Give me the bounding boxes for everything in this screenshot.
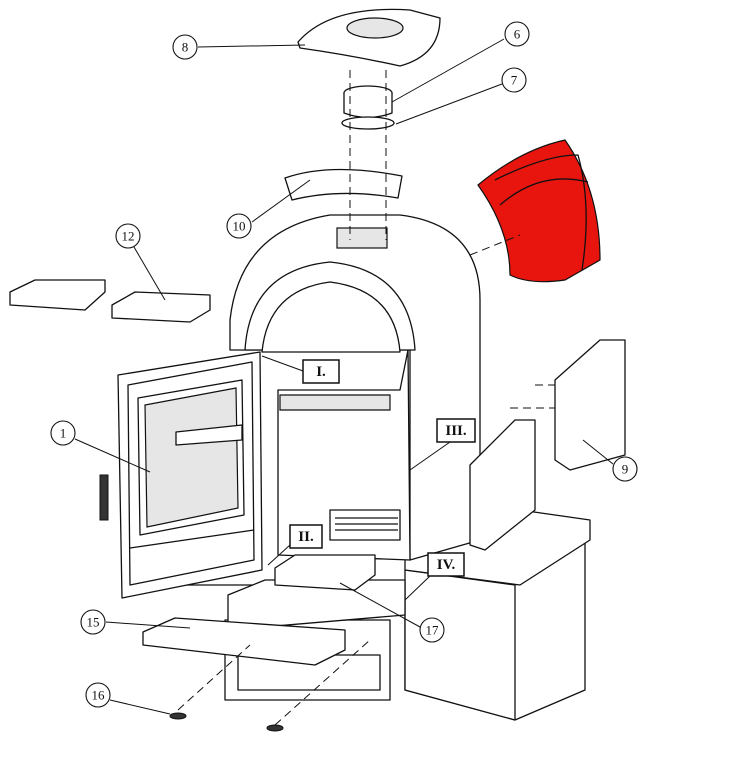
flue-collar	[341, 85, 395, 130]
label-16: 16	[92, 688, 106, 703]
label-10: 10	[233, 219, 246, 234]
fire-bricks	[9, 279, 211, 323]
side-panels	[469, 339, 626, 551]
label-17: 17	[426, 623, 440, 638]
arch-cover	[284, 168, 403, 201]
label-7: 7	[511, 73, 518, 88]
section-IV: IV.	[437, 557, 456, 573]
section-III: III.	[445, 423, 467, 439]
section-I: I.	[316, 364, 326, 380]
section-callouts: I. II. III. IV.	[261, 355, 476, 601]
part-callouts: 8 6 7 10 12 1 9 15 16 17	[50, 21, 638, 715]
label-15: 15	[87, 615, 100, 630]
stove-body	[229, 214, 481, 561]
section-II: II.	[298, 529, 314, 545]
label-9: 9	[622, 462, 629, 477]
label-1: 1	[60, 426, 67, 441]
side-arch-panel-highlighted	[477, 139, 601, 283]
top-plate	[297, 8, 441, 67]
feet	[169, 712, 284, 732]
ash-drawer	[274, 554, 376, 591]
label-6: 6	[514, 27, 521, 42]
label-8: 8	[182, 40, 189, 55]
front-plate	[142, 617, 346, 666]
grate	[335, 517, 398, 531]
label-12: 12	[122, 229, 135, 244]
door	[99, 351, 263, 599]
